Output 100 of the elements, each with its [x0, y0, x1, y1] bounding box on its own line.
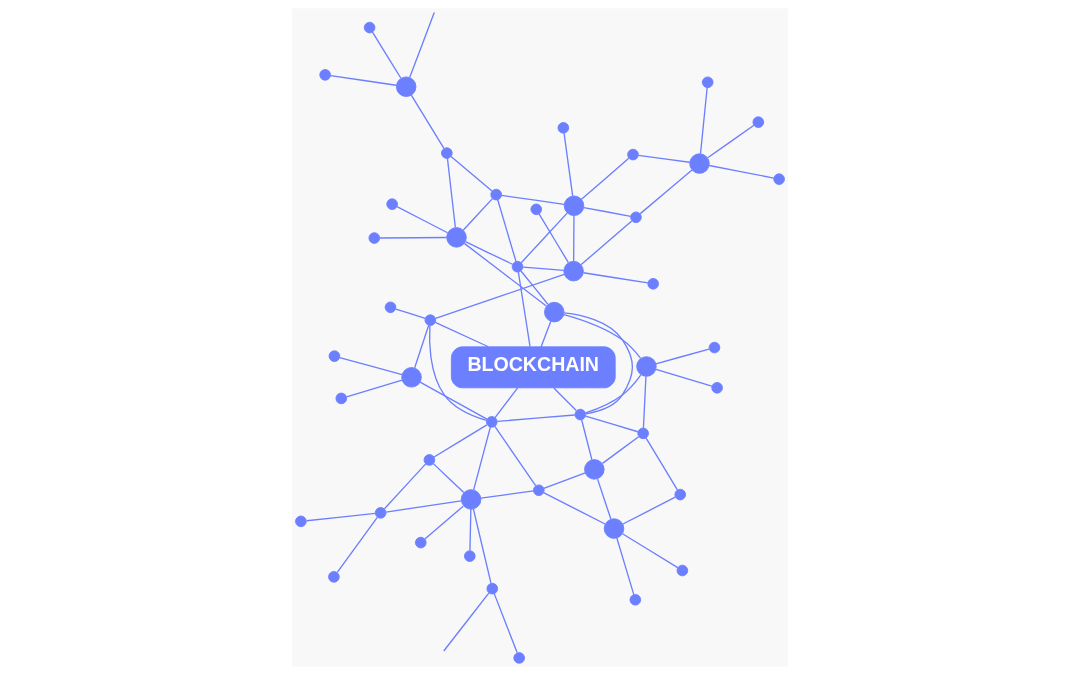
node-circle — [533, 484, 545, 497]
connector — [345, 379, 403, 398]
node-circle — [368, 232, 381, 244]
node-circle — [627, 148, 639, 161]
node-circle — [423, 454, 436, 466]
node-circle — [335, 392, 348, 405]
connector — [582, 272, 649, 284]
connector — [493, 592, 518, 654]
connector — [434, 273, 565, 319]
connector — [494, 387, 519, 419]
connector — [336, 516, 378, 573]
node-circle — [544, 301, 565, 323]
connector — [622, 496, 676, 525]
connector — [563, 313, 642, 359]
connector — [645, 437, 678, 491]
node-circle — [708, 341, 721, 354]
node-circle — [441, 147, 453, 159]
connector — [583, 206, 632, 217]
connector — [414, 324, 430, 369]
node-circle — [636, 356, 657, 377]
connector — [338, 356, 403, 376]
node-circle — [328, 350, 341, 362]
connector — [497, 199, 517, 263]
connector — [428, 325, 487, 422]
connector — [379, 236, 448, 239]
connector — [581, 419, 593, 461]
node-circle — [513, 652, 525, 664]
connector — [540, 320, 552, 348]
node-circle — [401, 367, 422, 388]
node-circle — [424, 314, 437, 326]
connector — [494, 425, 537, 487]
connector — [642, 375, 647, 429]
connector — [601, 436, 640, 465]
connector — [708, 164, 775, 179]
connector — [621, 533, 679, 569]
connector — [637, 154, 691, 163]
connector — [580, 220, 633, 266]
connector — [538, 213, 570, 264]
node-circle — [584, 459, 605, 480]
connector — [543, 472, 586, 490]
connector — [419, 381, 488, 420]
node-circle — [414, 536, 427, 549]
node-circle — [464, 550, 476, 562]
connector — [383, 463, 427, 510]
node-circle — [395, 76, 417, 97]
node-circle — [490, 188, 502, 201]
connector — [520, 212, 568, 264]
connector — [472, 508, 492, 584]
connector — [616, 537, 635, 596]
connector — [655, 368, 713, 387]
connector — [639, 169, 693, 215]
node-circle — [386, 198, 398, 210]
node-circle — [486, 416, 498, 428]
connector — [522, 266, 565, 272]
node-circle — [446, 227, 467, 248]
connector — [446, 157, 457, 229]
node-circle — [319, 69, 331, 81]
connector — [563, 132, 574, 197]
connector — [585, 415, 639, 433]
node-circle — [689, 153, 710, 174]
connector — [480, 490, 535, 499]
node-circle — [511, 260, 524, 273]
connector — [469, 508, 472, 552]
node-circle — [676, 564, 689, 577]
connector — [462, 198, 494, 231]
node-circle — [603, 518, 625, 539]
connector — [464, 241, 514, 265]
node-circle — [773, 173, 785, 185]
connector — [410, 94, 445, 149]
connector — [434, 321, 490, 348]
node-circle — [374, 507, 387, 519]
connector — [472, 426, 492, 491]
node-circle — [711, 382, 723, 394]
connector — [580, 157, 630, 200]
connector — [655, 348, 710, 365]
connector — [699, 87, 708, 155]
node-circle — [295, 515, 307, 528]
node-circle — [557, 122, 570, 134]
connector — [573, 215, 575, 262]
node-circle — [363, 21, 376, 34]
connector — [596, 478, 612, 520]
connector — [371, 31, 402, 79]
node-box: BLOCKCHAIN — [450, 346, 616, 389]
connector — [553, 387, 577, 412]
connector — [395, 308, 426, 320]
connector — [500, 194, 565, 205]
connector — [433, 424, 488, 458]
node-circle — [674, 488, 687, 501]
node-circle — [328, 571, 340, 583]
node-circle — [460, 489, 482, 510]
connector — [432, 462, 465, 494]
node-circle — [563, 260, 584, 282]
node-circle — [701, 76, 714, 89]
connector — [443, 592, 490, 652]
connector — [385, 500, 462, 513]
node-circle — [486, 582, 499, 595]
connector — [424, 505, 464, 540]
node-circle — [630, 211, 642, 224]
node-circle — [574, 408, 587, 421]
connector — [517, 271, 531, 348]
